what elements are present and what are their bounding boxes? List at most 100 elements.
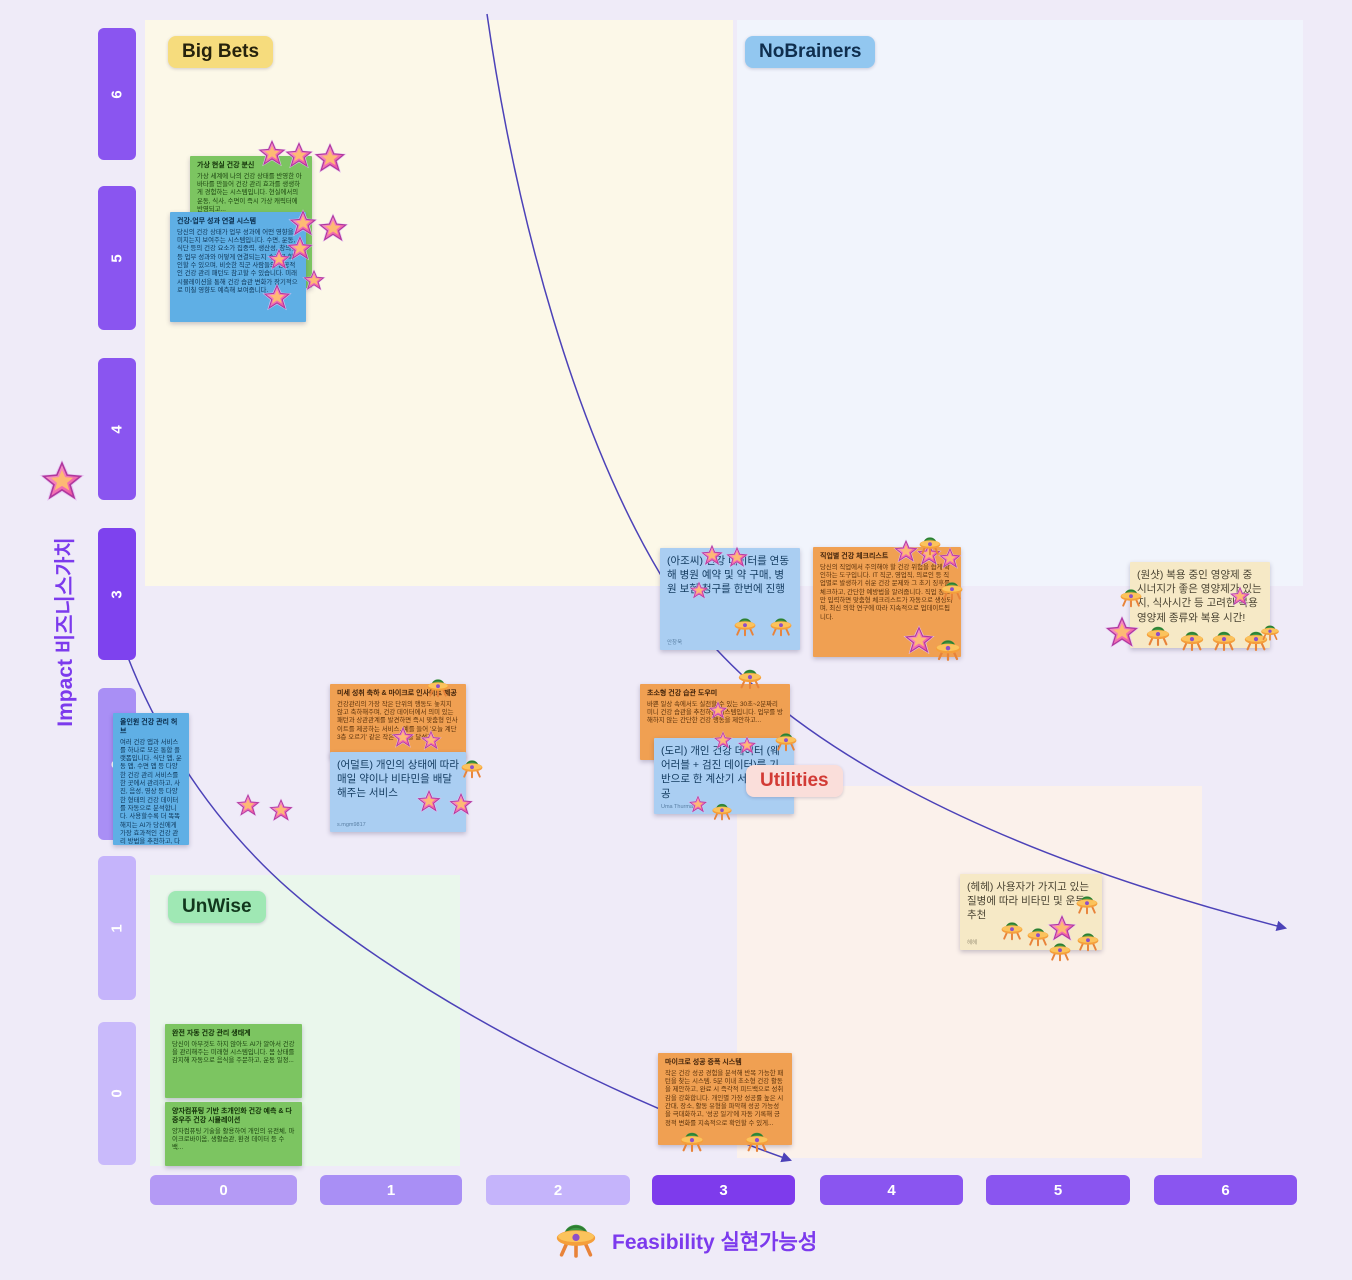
x-axis-tile-0[interactable]: 0 [150, 1175, 297, 1205]
ufo-sticker[interactable] [1118, 584, 1144, 615]
quadrant-region-nobrainers [737, 20, 1303, 586]
note-body: 여러 건강 앱과 서비스를 하나로 모은 통합 플랫폼입니다. 식단 앱, 운동… [120, 738, 182, 846]
y-axis-tile-3[interactable]: 3 [98, 528, 136, 660]
y-tick-label: 3 [108, 589, 126, 599]
note-title: 양자컴퓨팅 기반 초개인화 건강 예측 & 다중우주 건강 시뮬레이션 [172, 1108, 292, 1124]
x-axis-tile-5[interactable]: 5 [986, 1175, 1130, 1205]
x-axis-label: Feasibility 실현가능성 [612, 1230, 818, 1254]
ufo-sticker[interactable] [1178, 626, 1206, 659]
ufo-sticker[interactable] [710, 799, 734, 828]
ufo-sticker[interactable] [678, 1127, 706, 1160]
ufo-sticker[interactable] [1074, 891, 1100, 922]
star-sticker[interactable] [688, 795, 708, 820]
star-sticker[interactable] [313, 142, 347, 181]
ufo-sticker[interactable] [773, 728, 799, 759]
y-axis-tile-1[interactable]: 1 [98, 856, 136, 1000]
x-axis-tile-6[interactable]: 6 [1154, 1175, 1297, 1205]
quadrant-label-unwise[interactable]: UnWise [168, 891, 266, 923]
x-axis-tile-1[interactable]: 1 [320, 1175, 462, 1205]
note-body: 당신이 아무것도 하지 않아도 AI가 알아서 건강을 관리해주는 미래형 시스… [172, 1040, 295, 1065]
quadrant-label-nobrainers[interactable]: NoBrainers [745, 36, 876, 68]
ufo-sticker[interactable] [1259, 621, 1281, 648]
x-axis-footer: Feasibility 실현가능성 [552, 1214, 817, 1267]
star-sticker[interactable] [284, 141, 314, 176]
sticky-note-vitamin-delivery[interactable]: (어덜트) 개인의 상태에 따라 매일 약이나 비타민을 배달해주는 서비스 s… [330, 752, 466, 832]
star-sticker[interactable] [235, 793, 261, 824]
ufo-sticker[interactable] [743, 1127, 771, 1160]
y-tick-label: 6 [108, 89, 126, 99]
note-title: 완전 자동 건강 관리 생태계 [172, 1030, 251, 1037]
ufo-sticker[interactable] [1144, 621, 1172, 654]
ufo-sticker[interactable] [459, 755, 485, 786]
star-sticker[interactable] [420, 730, 442, 757]
y-tick-label: 4 [108, 424, 126, 434]
star-sticker[interactable] [302, 269, 326, 298]
impact-star-icon [39, 459, 85, 510]
star-sticker[interactable] [713, 731, 733, 756]
y-axis-tile-6[interactable]: 6 [98, 28, 136, 160]
star-sticker[interactable] [448, 792, 474, 823]
x-tick-label: 4 [887, 1181, 896, 1199]
note-title: 가상 현실 건강 분신 [197, 162, 255, 169]
note-author: 안창욱 [667, 640, 683, 646]
note-title: 건강-업무 성과 연결 시스템 [177, 218, 257, 225]
star-sticker[interactable] [317, 213, 349, 250]
star-sticker[interactable] [903, 625, 935, 662]
ufo-sticker[interactable] [939, 577, 965, 608]
quadrant-region-utilities [737, 786, 1202, 1158]
y-axis-tile-5[interactable]: 5 [98, 186, 136, 330]
note-body: 작은 건강 성공 경험을 분석해 반복 가능한 패턴을 찾는 시스템. 5분 이… [665, 1069, 784, 1127]
x-tick-label: 1 [386, 1181, 396, 1199]
y-axis-tile-4[interactable]: 4 [98, 358, 136, 500]
ufo-sticker[interactable] [1047, 938, 1073, 969]
star-sticker[interactable] [689, 581, 709, 606]
ufo-sticker[interactable] [736, 664, 764, 697]
feasibility-ufo-icon [552, 1214, 600, 1267]
star-sticker[interactable] [267, 248, 291, 277]
note-body: 양자컴퓨팅 기술을 활용하여 개인의 유전체, 마이크로바이옴, 생활습관, 환… [172, 1127, 295, 1152]
quadrant-label-big-bets[interactable]: Big Bets [168, 36, 274, 68]
y-tick-label: 1 [108, 923, 126, 933]
star-sticker[interactable] [1104, 615, 1140, 656]
star-sticker[interactable] [416, 789, 442, 820]
ufo-sticker[interactable] [768, 613, 794, 644]
star-sticker[interactable] [708, 701, 728, 726]
sticky-note-all-in-one-hub[interactable]: 올인원 건강 관리 허브 여러 건강 앱과 서비스를 하나로 모은 통합 플랫폼… [113, 713, 189, 845]
y-axis-label: Impact 비즈니스가치 [54, 537, 77, 727]
x-tick-label: 3 [719, 1181, 728, 1199]
note-author: s.mgm9817 [337, 822, 366, 828]
star-sticker[interactable] [737, 736, 757, 761]
y-tick-label: 5 [108, 253, 126, 263]
x-tick-label: 5 [1053, 1181, 1063, 1199]
note-title: 올인원 건강 관리 허브 [120, 719, 178, 735]
note-author: 헤헤 [967, 940, 978, 946]
x-axis-tile-2[interactable]: 2 [486, 1175, 630, 1205]
sticky-note-auto-ecosystem[interactable]: 완전 자동 건강 관리 생태계 당신이 아무것도 하지 않아도 AI가 알아서 … [165, 1024, 302, 1098]
sticky-note-quantum-simulation[interactable]: 양자컴퓨팅 기반 초개인화 건강 예측 & 다중우주 건강 시뮬레이션 양자컴퓨… [165, 1102, 302, 1166]
x-axis-tile-3[interactable]: 3 [652, 1175, 795, 1205]
star-sticker[interactable] [700, 544, 724, 573]
star-sticker[interactable] [257, 139, 287, 174]
ufo-sticker[interactable] [933, 634, 963, 669]
y-axis-tile-0[interactable]: 0 [98, 1022, 136, 1165]
y-tick-label: 0 [108, 1089, 126, 1098]
star-sticker[interactable] [391, 726, 415, 755]
ufo-sticker[interactable] [425, 674, 451, 705]
x-tick-label: 6 [1221, 1181, 1230, 1199]
note-body: 가상 세계에 나의 건강 상태를 반영한 아바타를 만들어 건강 관리 효과를 … [197, 172, 302, 214]
star-sticker[interactable] [725, 546, 749, 575]
ufo-sticker[interactable] [999, 917, 1025, 948]
x-tick-label: 2 [553, 1181, 563, 1199]
ufo-sticker[interactable] [917, 532, 943, 563]
star-sticker[interactable] [262, 283, 292, 318]
ufo-sticker[interactable] [1210, 626, 1238, 659]
star-sticker[interactable] [268, 798, 294, 829]
ufo-sticker[interactable] [1075, 928, 1101, 959]
star-sticker[interactable] [1229, 586, 1251, 613]
x-axis-tile-4[interactable]: 4 [820, 1175, 963, 1205]
x-tick-label: 0 [219, 1181, 228, 1199]
note-body: 당신의 건강 상태가 업무 성과에 어떤 영향을 미치는지 보여주는 시스템입니… [177, 228, 298, 295]
quadrant-label-utilities[interactable]: Utilities [746, 765, 843, 797]
ufo-sticker[interactable] [732, 613, 758, 644]
note-title: 마이크로 성공 증폭 시스템 [665, 1059, 742, 1066]
